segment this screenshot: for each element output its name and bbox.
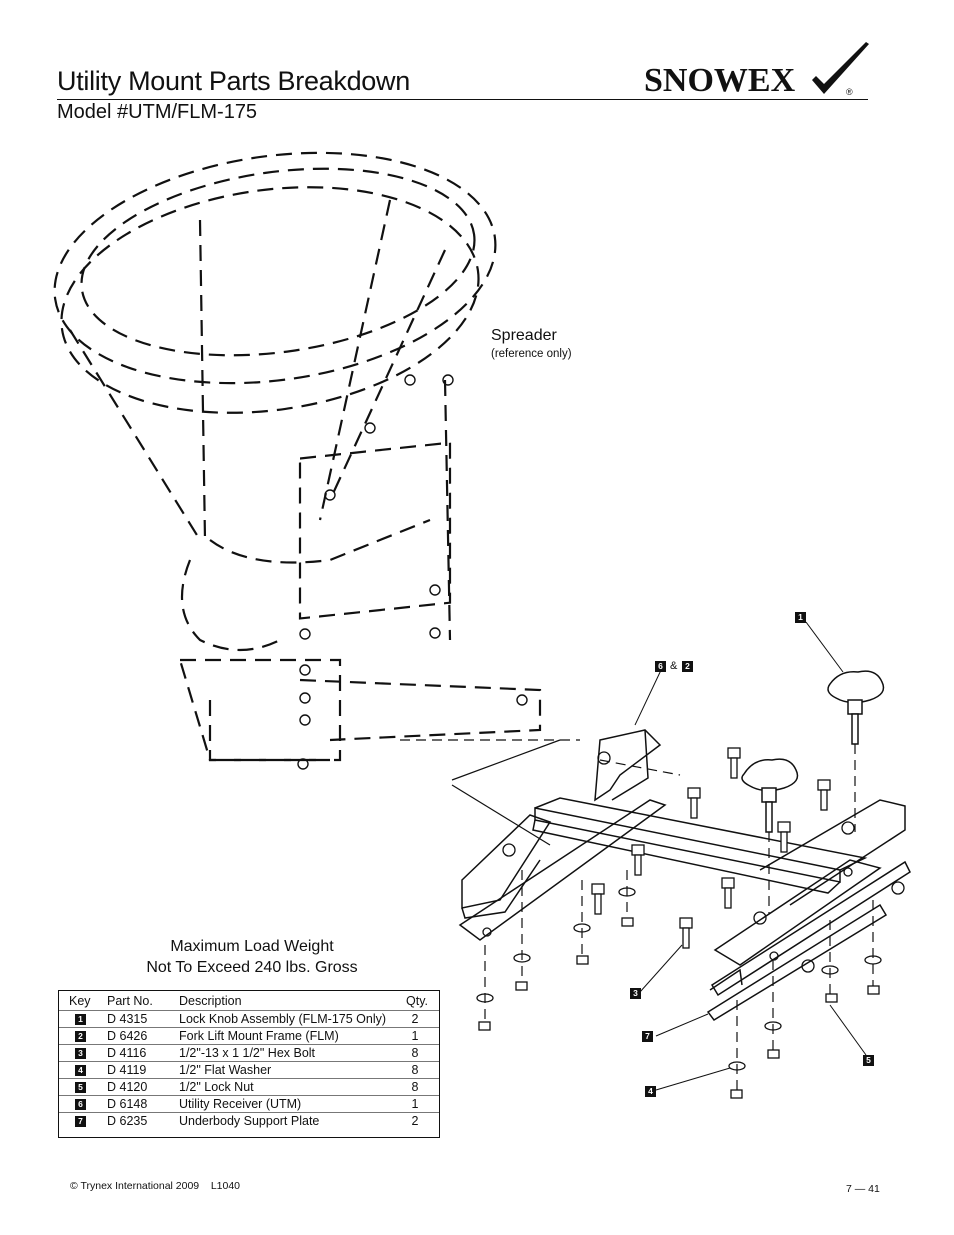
- row-part-no: D 4120: [107, 1080, 148, 1094]
- callout-2: 2: [682, 661, 693, 672]
- row-key: 3: [75, 1048, 86, 1059]
- table-row: 1 D 4315 Lock Knob Assembly (FLM-175 Onl…: [59, 1010, 439, 1028]
- spreader-label: Spreader: [491, 327, 557, 344]
- row-key: 2: [75, 1031, 86, 1042]
- title-rule: [57, 99, 868, 100]
- row-qty: 8: [411, 1063, 419, 1077]
- utility-receiver-frame: [458, 729, 911, 1021]
- row-part-no: D 6235: [107, 1114, 148, 1128]
- max-load-line-1: Maximum Load Weight: [170, 938, 334, 955]
- page-title: Utility Mount Parts Breakdown: [57, 66, 410, 96]
- callout-leader-lines: [634, 621, 867, 1091]
- row-qty: 1: [411, 1029, 419, 1043]
- row-key: 6: [75, 1099, 86, 1110]
- row-description: Fork Lift Mount Frame (FLM): [179, 1029, 339, 1043]
- header-qty: Qty.: [406, 994, 428, 1008]
- row-description: 1/2" Flat Washer: [179, 1063, 272, 1077]
- table-row: 3 D 4116 1/2"-13 x 1 1/2" Hex Bolt 8: [59, 1044, 439, 1062]
- row-description: 1/2" Lock Nut: [179, 1080, 254, 1094]
- table-row: 5 D 4120 1/2" Lock Nut 8: [59, 1078, 439, 1096]
- header-key: Key: [69, 994, 91, 1008]
- row-part-no: D 6148: [107, 1097, 148, 1111]
- row-part-no: D 6426: [107, 1029, 148, 1043]
- callout-ampersand: &: [670, 660, 678, 672]
- table-row: 6 D 6148 Utility Receiver (UTM) 1: [59, 1095, 439, 1113]
- max-load-note: Maximum Load Weight Not To Exceed 240 lb…: [112, 936, 392, 978]
- callout-1: 1: [795, 612, 806, 623]
- row-part-no: D 4315: [107, 1012, 148, 1026]
- snowex-logo: SNOWEX ®: [644, 42, 869, 99]
- row-part-no: D 4116: [107, 1046, 147, 1060]
- row-qty: 8: [411, 1046, 419, 1060]
- page-number: 7 — 41: [846, 1183, 880, 1195]
- row-qty: 2: [411, 1114, 419, 1128]
- frame-washers: [482, 751, 905, 973]
- row-key: 4: [75, 1065, 86, 1076]
- lock-knob-drawings: [741, 670, 885, 833]
- parts-table: Key Part No. Description Qty. 1 D 4315 L…: [58, 990, 440, 1138]
- row-description: Underbody Support Plate: [179, 1114, 320, 1128]
- row-key: 5: [75, 1082, 86, 1093]
- registered-mark: ®: [846, 87, 853, 97]
- row-part-no: D 4119: [107, 1063, 147, 1077]
- receiver-guide-lines: [451, 739, 561, 846]
- table-row: 7 D 6235 Underbody Support Plate 2: [59, 1112, 439, 1130]
- row-description: 1/2"-13 x 1 1/2" Hex Bolt: [179, 1046, 316, 1060]
- spreader-reference-note: (reference only): [491, 348, 572, 360]
- row-qty: 2: [411, 1012, 419, 1026]
- table-row: 4 D 4119 1/2" Flat Washer 8: [59, 1061, 439, 1079]
- row-qty: 8: [411, 1080, 419, 1094]
- callout-6: 6: [655, 661, 666, 672]
- footer-copyright: © Trynex International 2009 L1040: [70, 1180, 241, 1192]
- snowex-logo-wordmark: SNOWEX: [644, 62, 796, 99]
- callout-4: 4: [645, 1086, 656, 1097]
- assembly-axis-lines: [400, 739, 874, 1090]
- callout-3: 3: [630, 988, 641, 999]
- callout-5: 5: [863, 1055, 874, 1066]
- model-subtitle: Model #UTM/FLM-175: [57, 101, 258, 123]
- spreader-bolt-markers: [297, 374, 528, 770]
- row-description: Utility Receiver (UTM): [179, 1097, 302, 1111]
- spreader-reference-drawing: [53, 151, 542, 762]
- row-key: 1: [75, 1014, 86, 1025]
- checkmark-icon: [812, 42, 869, 94]
- row-qty: 1: [411, 1097, 419, 1111]
- row-key: 7: [75, 1116, 86, 1127]
- max-load-line-2: Not To Exceed 240 lbs. Gross: [146, 959, 358, 976]
- hardware-drawings: [476, 747, 882, 1099]
- callout-7: 7: [642, 1031, 653, 1042]
- parts-table-header: Key Part No. Description Qty.: [59, 993, 439, 1010]
- header-description: Description: [179, 994, 242, 1008]
- table-row: 2 D 6426 Fork Lift Mount Frame (FLM) 1: [59, 1027, 439, 1045]
- header-part-no: Part No.: [107, 994, 153, 1008]
- row-description: Lock Knob Assembly (FLM-175 Only): [179, 1012, 387, 1026]
